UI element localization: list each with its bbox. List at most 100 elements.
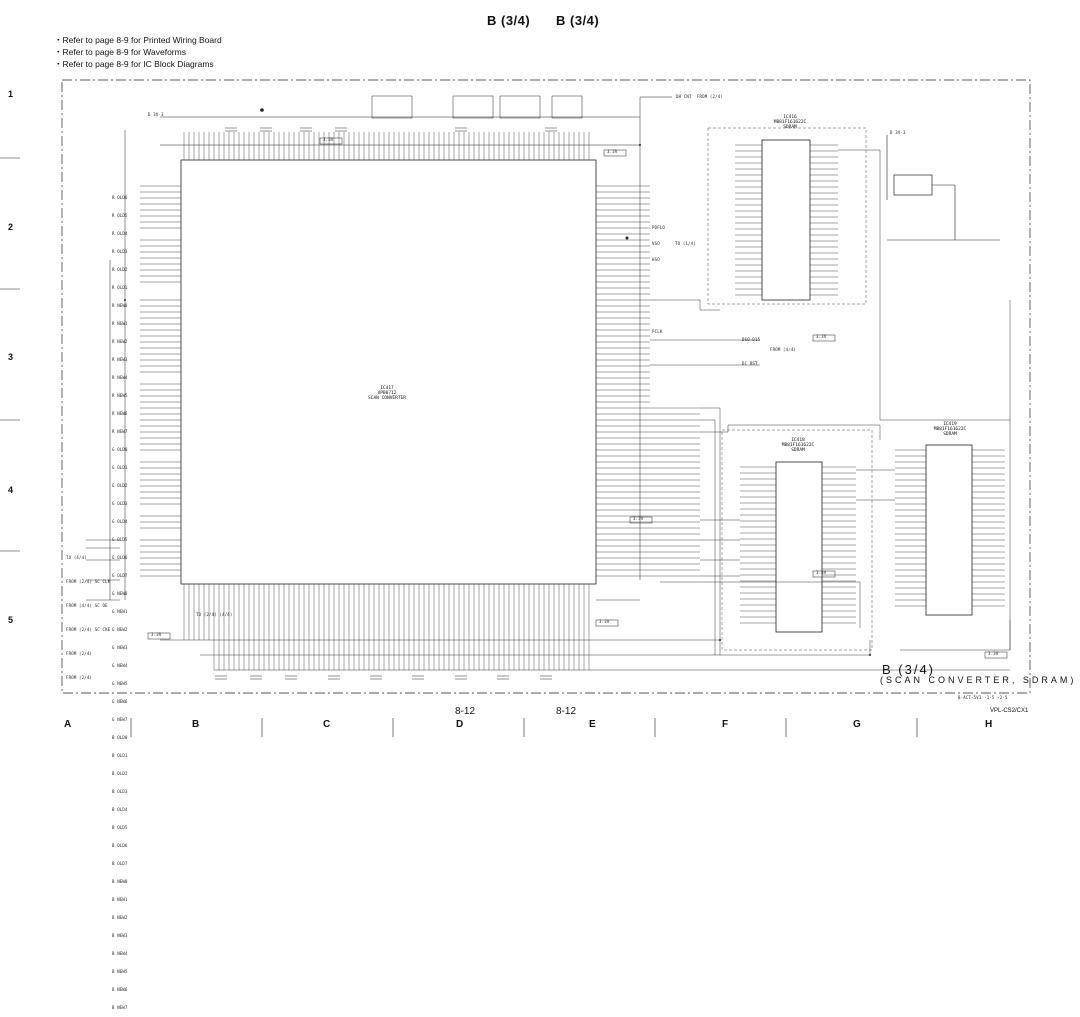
left-signal: G OLD0: [112, 447, 128, 452]
voltage-3v3-d: 3.3V: [633, 516, 644, 521]
column-marker-b: B: [192, 719, 200, 730]
row-marker-2: 2: [8, 222, 14, 232]
left-signal: B NEW7: [112, 1005, 128, 1010]
signal-to-1-4: TO (1/4): [675, 241, 696, 246]
ic419-label: IC419 MB81F161622C SDRAM: [933, 422, 967, 437]
title-block-sub: SCAN CONVERTER, SDRAM): [886, 675, 1077, 685]
interface-label: TO (4/4): [66, 555, 87, 560]
row-marker-5: 5: [8, 615, 14, 625]
left-signal: G NEW1: [112, 609, 128, 614]
notes-block: ・Refer to page 8-9 for Printed Wiring Bo…: [54, 34, 222, 70]
title-block-ref: B-ACT-5V1 -1-5 -2-5: [958, 695, 1008, 700]
title-block-main: B (3/4): [882, 662, 936, 677]
left-signal: B OLD4: [112, 807, 128, 812]
signal-dc-rst: DC RST: [742, 361, 758, 366]
voltage-3v3-c: 3.3V: [816, 334, 827, 339]
left-signal: G NEW7: [112, 717, 128, 722]
left-signal: R OLD3: [112, 249, 128, 254]
left-signal: R NEW0: [112, 303, 128, 308]
title-block-sub-open: (: [880, 675, 886, 685]
left-signal: R OLD4: [112, 231, 128, 236]
page-number-left: 8-12: [455, 706, 476, 717]
ic416-label: IC416 MB81F161622C SDRAM: [773, 115, 807, 130]
supply-d3v-a: D 3V-3: [148, 112, 164, 117]
column-marker-c: C: [323, 719, 331, 730]
title-block-sub-wrapper: (SCAN CONVERTER, SDRAM): [880, 675, 1076, 685]
left-signal: B OLD5: [112, 825, 128, 830]
signal-pclk: PCLK: [652, 329, 663, 334]
left-signal: R NEW5: [112, 393, 128, 398]
left-signal: B NEW5: [112, 969, 128, 974]
left-signal: G NEW0: [112, 591, 128, 596]
left-signal: R NEW4: [112, 375, 128, 380]
left-signal: B NEW3: [112, 933, 128, 938]
left-signal: G OLD5: [112, 537, 128, 542]
left-signal: B OLD3: [112, 789, 128, 794]
left-signal: R NEW3: [112, 357, 128, 362]
left-signal: B OLD6: [112, 843, 128, 848]
interface-label: FROM (2/4) SC CLK: [66, 579, 111, 584]
supply-d3v-b: D 3V-3: [890, 130, 906, 135]
header-left-title: B (3/4): [487, 13, 531, 28]
signal-hso: HSO: [652, 257, 660, 262]
row-marker-4: 4: [8, 485, 14, 495]
left-signal: R NEW2: [112, 339, 128, 344]
left-signal: R NEW7: [112, 429, 128, 434]
interface-label: FROM (2/4): [66, 675, 93, 680]
left-signal: B NEW6: [112, 987, 128, 992]
left-signal: B NEW1: [112, 897, 128, 902]
signal-dh-cnt: DH CNT FROM (2/4): [676, 94, 723, 99]
interface-label: FROM (2/4): [66, 651, 93, 656]
signal-dso: DSO-D15: [742, 337, 761, 342]
note-ic-block: ・Refer to page 8-9 for IC Block Diagrams: [54, 59, 214, 69]
bottom-left-labels: TO (4/4) FROM (2/4) SC CLK FROM (4/4) SC…: [66, 538, 110, 690]
column-marker-h: H: [985, 719, 993, 730]
note-printed-wiring: ・Refer to page 8-9 for Printed Wiring Bo…: [54, 35, 222, 45]
left-signal: G OLD4: [112, 519, 128, 524]
left-signal: G NEW5: [112, 681, 128, 686]
ic417-label: IC417 VPB0712 SCAN CONVERTER: [368, 386, 406, 401]
interface-label: FROM (2/4) SC CKE: [66, 627, 111, 632]
left-signal: B NEW0: [112, 879, 128, 884]
page-number-right: 8-12: [556, 706, 577, 717]
voltage-3v3-h: 3.3V: [988, 651, 999, 656]
left-signal: R NEW6: [112, 411, 128, 416]
note-waveforms: ・Refer to page 8-9 for Waveforms: [54, 47, 186, 57]
voltage-3v3-f: 3.3V: [599, 619, 610, 624]
left-signal: G NEW4: [112, 663, 128, 668]
column-marker-d: D: [456, 719, 464, 730]
left-signal: G OLD2: [112, 483, 128, 488]
voltage-3v3-e: 3.3V: [816, 570, 827, 575]
left-signal: G NEW3: [112, 645, 128, 650]
left-signal: G OLD1: [112, 465, 128, 470]
column-marker-a: A: [64, 719, 72, 730]
left-signal: B OLD7: [112, 861, 128, 866]
signal-vso: VSO: [652, 241, 660, 246]
row-marker-3: 3: [8, 352, 14, 362]
left-signal: B NEW4: [112, 951, 128, 956]
signal-pdflo: PDFLO: [652, 225, 666, 230]
left-signal: B OLD2: [112, 771, 128, 776]
left-signal: R OLD2: [112, 267, 128, 272]
left-signal: G OLD3: [112, 501, 128, 506]
signal-dso-from: FROM (4/4): [770, 347, 797, 352]
left-signal: G OLD6: [112, 555, 128, 560]
left-signal: B OLD1: [112, 753, 128, 758]
left-signal: G OLD7: [112, 573, 128, 578]
column-marker-f: F: [722, 719, 729, 730]
left-signal: G NEW6: [112, 699, 128, 704]
ic418-label: IC418 MB81F161622C SDRAM: [781, 438, 815, 453]
row-marker-1: 1: [8, 89, 14, 99]
voltage-3v3-a: 3.3V: [323, 137, 334, 142]
left-signal: G NEW2: [112, 627, 128, 632]
left-signal: R NEW1: [112, 321, 128, 326]
schematic-diagram: [0, 79, 1031, 737]
left-signal: R OLD1: [112, 285, 128, 290]
title-block-model: VPL-CS2/CX1: [990, 708, 1029, 714]
left-signal: B NEW2: [112, 915, 128, 920]
voltage-3v3-b: 3.3V: [607, 149, 618, 154]
column-marker-e: E: [589, 719, 596, 730]
left-signal: R OLD5: [112, 213, 128, 218]
left-signal: R OLD6: [112, 195, 128, 200]
left-signal: B OLD0: [112, 735, 128, 740]
